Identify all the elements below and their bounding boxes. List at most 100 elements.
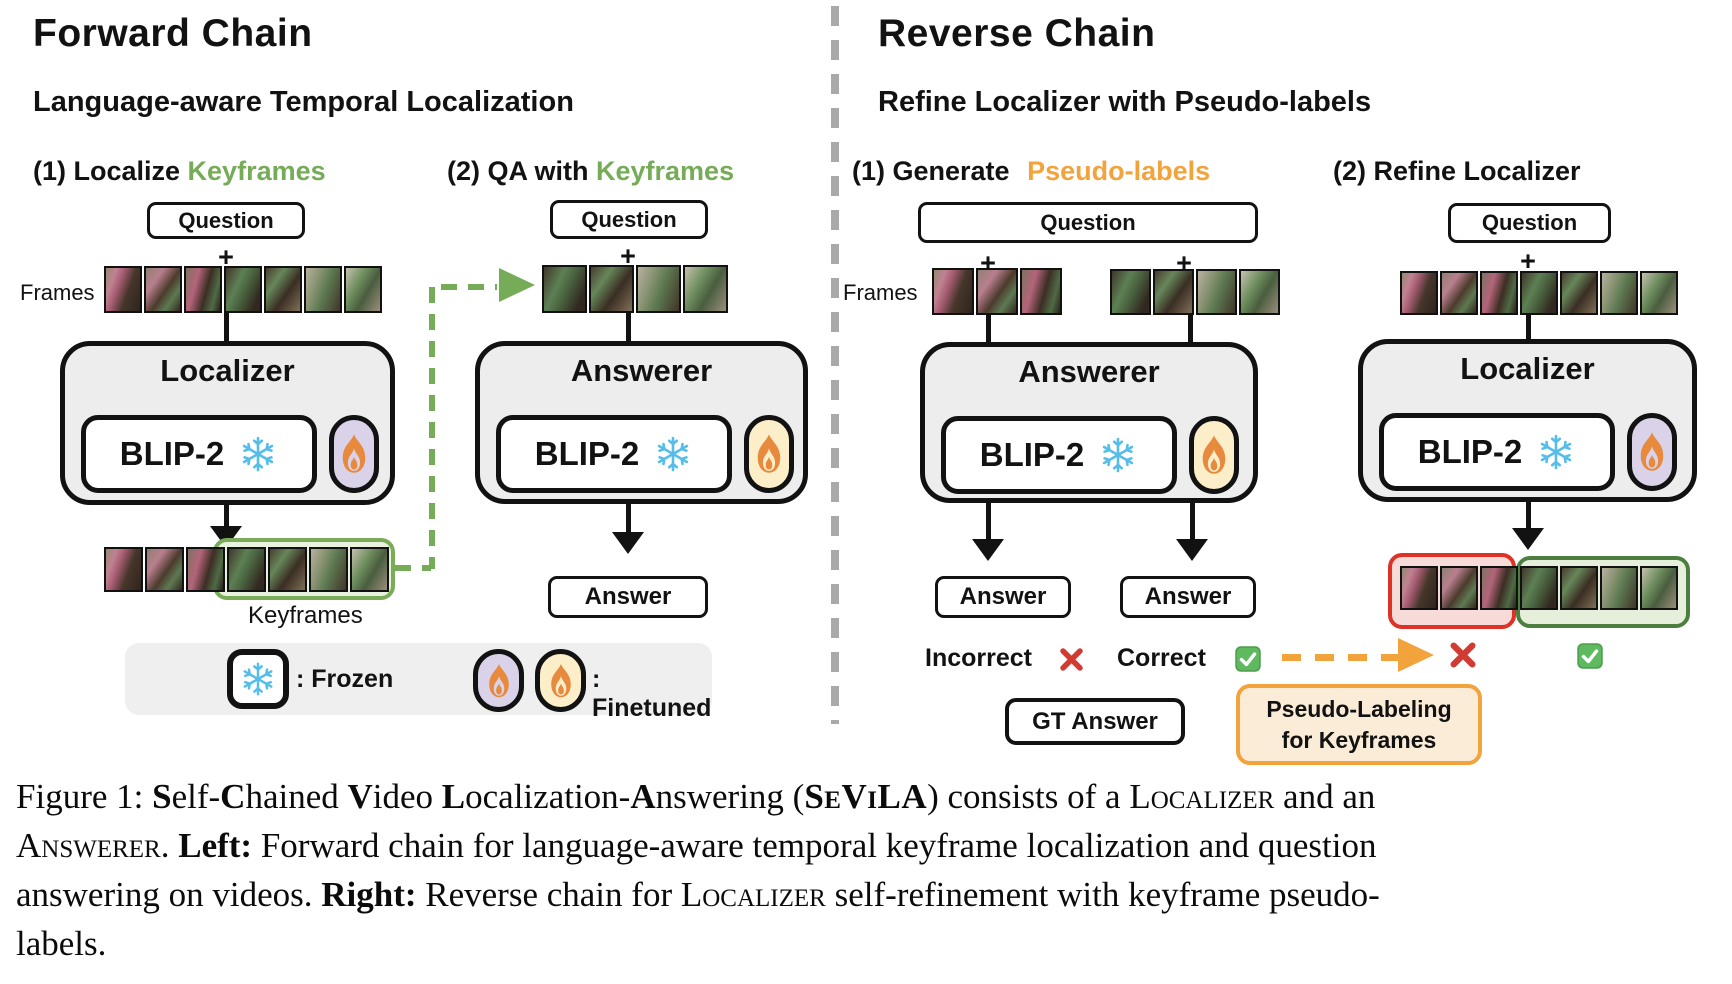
video-frame <box>932 268 974 315</box>
blip2-box: BLIP-2 <box>941 416 1177 494</box>
caption-segment: L <box>441 777 466 816</box>
blip2-label: BLIP-2 <box>979 436 1085 473</box>
finetuned-pill <box>1189 416 1239 494</box>
gt-answer-box: GT Answer <box>1005 698 1185 745</box>
video-frame <box>1110 269 1151 315</box>
forward-chain-title: Forward Chain <box>33 12 313 55</box>
keyframes-output-strip <box>104 547 389 592</box>
video-frame <box>1400 566 1438 610</box>
question-box-answerer: Question <box>550 200 708 239</box>
answerer-title: Answerer <box>570 353 713 388</box>
keyframe <box>1560 566 1598 610</box>
blip2-box: BLIP-2 <box>496 415 732 493</box>
video-frame <box>1480 271 1518 315</box>
gt-answer-label: GT Answer <box>1032 707 1158 735</box>
chain-connector-dashed <box>429 287 435 569</box>
keyframe <box>683 265 728 313</box>
frames-label: Frames <box>843 280 918 305</box>
pseudo-labeled-keyframes-strip <box>1400 566 1678 610</box>
correct-label: Correct <box>1117 644 1206 672</box>
video-frame <box>1600 271 1638 315</box>
keyframe <box>350 547 389 592</box>
keyframes-highlight: Keyframes <box>596 156 735 186</box>
plus-sign: + <box>620 241 636 271</box>
caption-segment: labels. <box>16 924 107 963</box>
snowflake-icon <box>239 660 277 698</box>
question-box-localizer: Question <box>147 202 305 239</box>
keyframes-highlight: Keyframes <box>187 156 326 186</box>
keyframe <box>636 265 681 313</box>
video-frame <box>1153 269 1194 315</box>
caption-segment: Forward chain for language-aware tempora… <box>252 826 1377 865</box>
frozen-legend-label: : Frozen <box>296 665 394 693</box>
video-frame <box>1196 269 1237 315</box>
video-frames-strip-positive <box>1110 269 1280 315</box>
caption-segment: hained <box>245 777 348 816</box>
sevila-acronym: SeViLA <box>804 777 928 816</box>
snowflake-icon <box>653 434 693 474</box>
down-arrow-icon <box>972 539 1004 561</box>
localizer-module-refine: Localizer BLIP-2 <box>1358 339 1697 502</box>
answerer-title: Answerer <box>1018 354 1160 389</box>
pseudo-labeling-line1: Pseudo-Labeling <box>1266 696 1452 723</box>
blip2-label: BLIP-2 <box>119 435 225 472</box>
caption-segment: S <box>152 777 172 816</box>
cross-icon <box>1058 646 1085 673</box>
answerer-smallcaps: Answerer <box>16 826 161 865</box>
caption-segment: ocalization- <box>465 777 631 816</box>
snowflake-icon <box>1098 435 1138 475</box>
flame-icon <box>1640 432 1664 471</box>
frozen-legend-swatch <box>227 649 289 709</box>
down-arrow-icon <box>1512 528 1544 550</box>
answerer-module: Answerer BLIP-2 <box>475 341 808 504</box>
connector-line <box>626 313 631 342</box>
keyframe <box>542 265 587 313</box>
caption-segment: . <box>160 826 179 865</box>
down-arrow-icon <box>612 532 644 554</box>
flame-icon <box>550 663 571 697</box>
connector-line <box>986 314 991 343</box>
keyframes-input-strip <box>542 265 728 313</box>
finetuned-pill <box>1627 413 1677 491</box>
caption-segment: C <box>220 777 246 816</box>
step-2-qa-with-keyframes: (2) QA with Keyframes <box>447 156 734 187</box>
blip2-box: BLIP-2 <box>1379 413 1615 491</box>
finetuned-legend-label: : Finetuned <box>592 665 712 722</box>
video-frame <box>1560 271 1598 315</box>
video-frame <box>186 547 225 592</box>
keyframe <box>309 547 348 592</box>
localizer-module: Localizer BLIP-2 <box>60 341 395 505</box>
arrow-stem <box>1190 502 1195 541</box>
right-arrow-icon <box>499 268 535 302</box>
chain-connector-dashed <box>441 284 497 290</box>
question-label: Question <box>581 206 677 232</box>
caption-segment: elf- <box>171 777 221 816</box>
keyframe <box>1640 566 1678 610</box>
legend: : Frozen : Finetuned <box>125 643 712 722</box>
pseudo-label-connector-dashed <box>1282 654 1398 661</box>
flame-icon <box>1202 435 1226 474</box>
video-frame <box>1440 271 1478 315</box>
question-box-wide: Question <box>918 202 1258 243</box>
right-arrow-icon <box>1398 638 1434 672</box>
video-frame <box>304 266 342 313</box>
step-1-prefix: (1) Localize <box>33 156 188 186</box>
caption-segment: Figure 1: <box>16 777 153 816</box>
caption-segment: A <box>630 777 656 816</box>
pseudo-labels-highlight: Pseudo-labels <box>1027 156 1211 186</box>
step-1-localize-keyframes: (1) Localize Keyframes <box>33 156 326 187</box>
reverse-chain-title: Reverse Chain <box>878 12 1156 55</box>
video-frame <box>1400 271 1438 315</box>
video-frame <box>104 547 143 592</box>
section-divider <box>831 6 839 724</box>
finetuned-legend-swatch <box>473 649 524 712</box>
check-icon <box>1235 646 1261 672</box>
caption-segment: Left: <box>178 826 253 865</box>
localizer-title: Localizer <box>160 353 295 388</box>
question-box-refine: Question <box>1448 203 1611 243</box>
keyframe <box>1520 566 1558 610</box>
finetuned-pill <box>744 415 794 493</box>
arrow-stem <box>1526 501 1531 530</box>
reverse-chain-subtitle: Refine Localizer with Pseudo-labels <box>878 86 1372 118</box>
